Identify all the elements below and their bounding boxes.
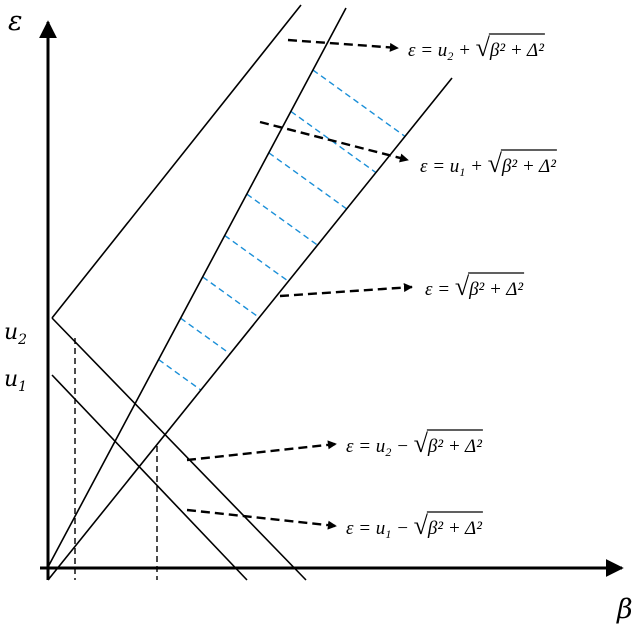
arrow-u1-plus xyxy=(259,120,409,163)
line-sqrt xyxy=(47,77,453,581)
intercept-label-u2: u2 xyxy=(4,320,27,348)
equation-sqrt: ε = √β² + Δ² xyxy=(425,272,525,301)
equation-u1-plus-sqrt: ε = u1 + √β² + Δ² xyxy=(420,149,557,179)
hatch-line xyxy=(224,234,289,282)
hatch-line xyxy=(246,193,318,246)
equation-u1-minus-sqrt: ε = u1 − √β² + Δ² xyxy=(346,511,483,541)
hatch-line xyxy=(158,359,202,391)
hatch-region xyxy=(158,69,406,391)
intercept-label-u1: u1 xyxy=(4,367,27,395)
svg-text:ε = √β² + Δ²: ε = √β² + Δ² xyxy=(425,272,523,301)
x-axis-label: β xyxy=(616,594,633,625)
hatch-line xyxy=(202,276,260,319)
hatch-line xyxy=(312,69,406,137)
line-u1-minus xyxy=(51,374,248,581)
line-u1-plus xyxy=(47,7,347,568)
equation-u2-plus-sqrt: ε = u2 + √β² + Δ² xyxy=(408,33,545,63)
arrow-u2-plus xyxy=(287,38,399,52)
line-u2-plus xyxy=(51,4,302,319)
arrow-u1-minus xyxy=(186,508,337,530)
svg-text:ε = u1 + √β² + Δ²: ε = u1 + √β² + Δ² xyxy=(420,149,556,179)
hatch-line xyxy=(180,317,231,355)
hatch-line xyxy=(268,152,348,210)
y-axis-label: ε xyxy=(8,6,23,37)
equation-u2-minus-sqrt: ε = u2 − √β² + Δ² xyxy=(346,429,483,459)
arrow-sqrt xyxy=(279,283,413,298)
svg-text:ε = u2 + √β² + Δ²: ε = u2 + √β² + Δ² xyxy=(408,33,544,63)
line-u2-minus xyxy=(51,317,307,581)
svg-text:ε = u2 − √β² + Δ²: ε = u2 − √β² + Δ² xyxy=(346,429,482,459)
svg-text:ε = u1 − √β² + Δ²: ε = u1 − √β² + Δ² xyxy=(346,511,482,541)
arrow-u2-minus xyxy=(186,440,337,462)
